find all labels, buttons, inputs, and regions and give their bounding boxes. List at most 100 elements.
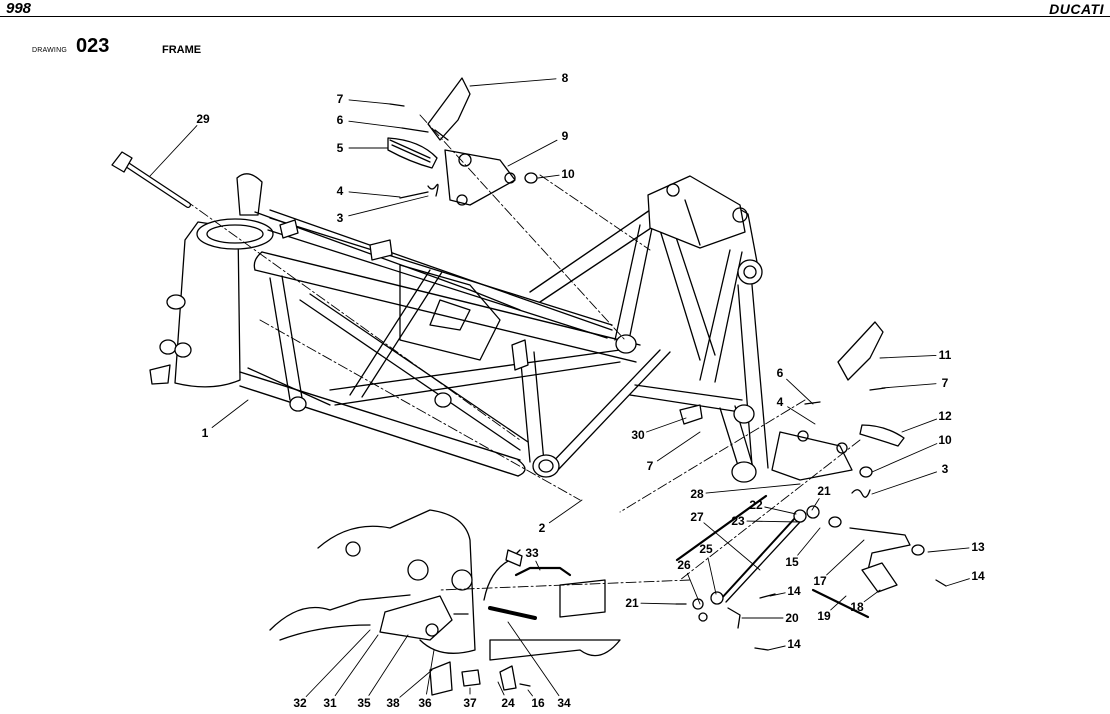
- leader-line: [686, 572, 701, 605]
- leader-line: [348, 120, 403, 129]
- drawing-title: FRAME: [162, 44, 202, 56]
- steering-bolt: [111, 151, 191, 208]
- callout-number: 35: [357, 696, 371, 710]
- leader-line: [703, 522, 761, 571]
- leader-line: [305, 629, 371, 697]
- header-rule: [0, 16, 1110, 17]
- leader-line: [705, 483, 801, 494]
- callout-number: 3: [942, 462, 949, 476]
- leader-line: [811, 498, 820, 511]
- leader-line: [871, 443, 938, 473]
- group-brackets: [514, 494, 870, 619]
- callout-number: 5: [337, 141, 344, 155]
- callout-labels: 1233445667778910101112131414141516171819…: [196, 71, 985, 710]
- callout-number: 33: [525, 546, 539, 560]
- leader-line: [399, 669, 433, 698]
- leader-line: [879, 354, 937, 359]
- callout-number: 25: [699, 542, 713, 556]
- leader-line: [535, 560, 541, 571]
- callout-number: 21: [817, 484, 831, 498]
- callout-number: 4: [337, 184, 344, 198]
- callout-number: 32: [293, 696, 307, 710]
- callout-number: 36: [418, 696, 432, 710]
- callout-number: 7: [337, 92, 344, 106]
- callout-number: 29: [196, 112, 210, 126]
- leader-line: [746, 520, 801, 523]
- callout-number: 28: [690, 487, 704, 501]
- callout-number: 23: [731, 514, 745, 528]
- callout-number: 18: [850, 600, 864, 614]
- callout-number: 8: [562, 71, 569, 85]
- callout-number: 27: [690, 510, 704, 524]
- leader-line: [797, 527, 821, 556]
- leader-line: [871, 471, 937, 495]
- leader-line: [507, 139, 558, 167]
- leader-line: [469, 78, 557, 87]
- callout-leader-lines: [149, 78, 970, 698]
- leader-line: [927, 547, 970, 553]
- leader-line: [767, 645, 786, 651]
- callout-number: 21: [625, 596, 639, 610]
- callout-number: 12: [938, 409, 952, 423]
- callout-number: 14: [787, 637, 801, 651]
- callout-number: 10: [938, 433, 952, 447]
- lower-footpeg-assembly: [771, 321, 905, 498]
- leader-line: [334, 634, 379, 697]
- leader-line: [830, 595, 847, 611]
- callout-number: 30: [631, 428, 645, 442]
- callout-number: 38: [386, 696, 400, 710]
- leader-line: [656, 431, 701, 462]
- upper-footpeg-assembly: [387, 77, 538, 206]
- callout-number: 9: [562, 129, 569, 143]
- leader-line: [764, 506, 797, 515]
- leader-line: [646, 417, 687, 433]
- leader-line: [640, 602, 677, 605]
- leader-line: [945, 578, 970, 587]
- callout-number: 34: [557, 696, 571, 710]
- callout-number: 7: [942, 376, 949, 390]
- side-stand-assembly: [269, 509, 621, 696]
- leader-line: [707, 557, 717, 595]
- callout-number: 14: [971, 569, 985, 583]
- leader-line: [211, 399, 249, 428]
- leader-line: [537, 174, 560, 179]
- callout-number: 6: [337, 113, 344, 127]
- leader-line: [348, 195, 429, 217]
- drawing-label: DRAWING: [32, 47, 67, 54]
- callout-number: 6: [777, 366, 784, 380]
- callout-number: 26: [677, 558, 691, 572]
- callout-number: 22: [749, 498, 763, 512]
- callout-number: 17: [813, 574, 827, 588]
- callout-number: 16: [531, 696, 545, 710]
- callout-number: 24: [501, 696, 515, 710]
- leader-line: [497, 681, 505, 696]
- callout-number: 2: [539, 521, 546, 535]
- leader-line: [881, 383, 937, 389]
- callout-number: 20: [785, 611, 799, 625]
- callout-number: 11: [939, 348, 952, 362]
- leader-line: [527, 689, 533, 697]
- frame-artwork: [149, 173, 769, 483]
- callout-number: 10: [561, 167, 575, 181]
- callout-number: 14: [787, 584, 801, 598]
- leader-line: [149, 125, 198, 177]
- leader-line: [548, 499, 583, 524]
- model-name: 998: [6, 0, 32, 17]
- callout-number: 1: [202, 426, 209, 440]
- brand-name: DUCATI: [1049, 1, 1104, 17]
- leader-line: [786, 378, 814, 405]
- leader-line: [348, 99, 391, 105]
- assembly-center-lines: [184, 114, 861, 591]
- callout-number: 13: [971, 540, 985, 554]
- callout-number: 19: [817, 609, 831, 623]
- gear-linkage-assembly: [675, 505, 947, 651]
- drawing-number: 023: [76, 35, 110, 57]
- leader-line: [507, 621, 560, 697]
- leader-line: [348, 191, 401, 198]
- callout-number: 4: [777, 395, 784, 409]
- leader-line: [901, 418, 938, 433]
- callout-number: 15: [785, 555, 799, 569]
- callout-number: 7: [647, 459, 654, 473]
- leader-line: [368, 634, 409, 696]
